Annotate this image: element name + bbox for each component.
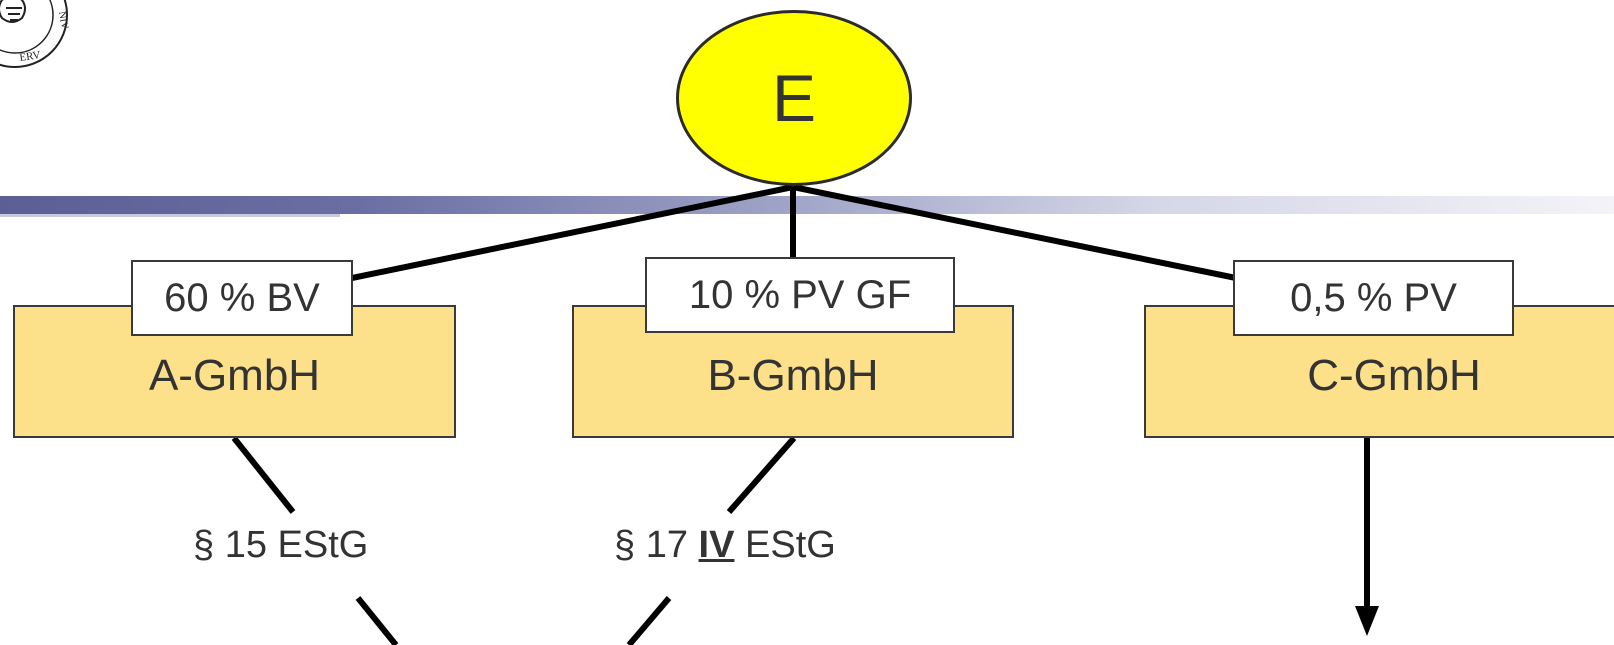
law-b-suffix: EStG: [745, 524, 836, 566]
law-label-a: § 15 EStG: [193, 524, 369, 566]
svg-text:NIV: NIV: [56, 11, 70, 31]
share-label-c: 0,5 % PV: [1233, 260, 1514, 336]
law-b-prefix: § 17: [614, 524, 688, 566]
header-gradient-band: [0, 196, 1614, 214]
root-node-label: E: [771, 61, 817, 135]
arrowhead-c: [1355, 606, 1379, 636]
edge-a-lower: [355, 596, 399, 645]
law-b-roman: IV: [698, 524, 735, 566]
svg-text:ERV: ERV: [19, 49, 42, 64]
edge-a-upper: [231, 436, 296, 514]
edge-b-lower: [626, 596, 672, 645]
edge-b-upper: [726, 436, 797, 514]
share-label-b: 10 % PV GF: [645, 257, 955, 333]
root-node-e: E: [676, 10, 912, 186]
company-name-b: B-GmbH: [707, 351, 879, 400]
edge-e-to-a: [351, 184, 794, 281]
law-label-b: § 17 IV EStG: [614, 524, 836, 567]
edge-e-to-c: [792, 184, 1237, 281]
company-name-a: A-GmbH: [148, 351, 321, 400]
header-band-shadow: [0, 214, 340, 217]
share-label-a: 60 % BV: [131, 260, 353, 336]
company-name-c: C-GmbH: [1307, 351, 1481, 400]
university-seal-logo: ERV NIV: [0, 0, 70, 68]
